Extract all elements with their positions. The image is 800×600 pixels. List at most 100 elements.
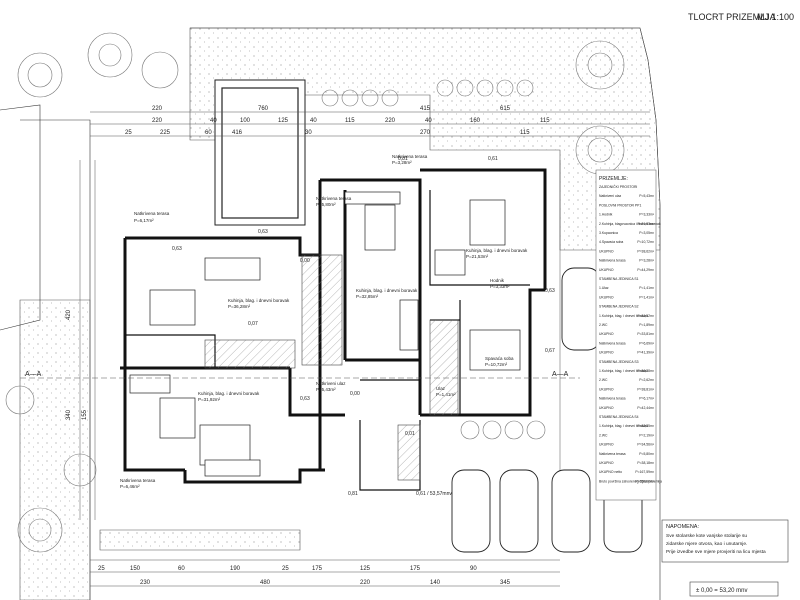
dim-top-1-2: 415	[420, 106, 431, 112]
legend-row-value: P=3,28m²	[639, 259, 655, 263]
dim-top-2-5: 115	[345, 118, 355, 124]
room-entrance: Natkriveni ulaz	[316, 381, 346, 386]
legend-row-value: P=6,69m²	[639, 341, 655, 345]
bottom-dimension-lines: 25 150 60 190 25 175 125 175 90 230 480 …	[90, 559, 560, 587]
dim-bottom-2-4: 345	[500, 580, 511, 586]
legend-row-value: P=38,18m²	[637, 461, 655, 465]
notes-heading: NAPOMENA:	[666, 524, 699, 530]
legend-row-label: Natkrivena terasa	[599, 397, 626, 401]
room-entry-s1-area: P=1,41m²	[436, 392, 456, 397]
level-mark: 0,01	[405, 431, 415, 437]
legend-row-label: UKUPNO	[599, 351, 614, 355]
dim-top-2-2: 100	[240, 118, 251, 124]
legend-row-value: P=6,17m²	[639, 397, 655, 401]
level-mark: 0,00	[350, 391, 360, 397]
legend-row-value: P=3,05m²	[639, 231, 655, 235]
dim-top-2-4: 40	[310, 118, 317, 124]
room-labels: Natkrivena terasa P=6,17m² Natkrivena te…	[120, 154, 528, 489]
legend-row-value: P=167,59m²	[635, 470, 654, 474]
legend-row-label: 1.Kuhinja, blag. i dnevni boravak	[599, 314, 648, 318]
notes-box: NAPOMENA: Sve stolarske kote vanjske sto…	[661, 519, 789, 563]
dim-bottom-1-8: 90	[470, 566, 477, 572]
level-mark: 0,61	[488, 156, 498, 162]
legend-row-label: 3.Kupaonica	[599, 231, 618, 235]
legend-row-label: ZAJEDNIČKI PROSTORI	[599, 184, 637, 189]
legend-heading: PRIZEMLJE:	[599, 176, 628, 182]
legend-row-value: P=1,41m²	[639, 286, 655, 290]
dim-bottom-2-0: 230	[140, 580, 151, 586]
level-mark: 0,67	[545, 348, 555, 354]
legend-row-value: P=1,89m²	[639, 323, 655, 327]
legend-row-label: UKUPNO	[599, 387, 614, 391]
elevation-box: ± 0,00 = 53,20 mnv	[689, 581, 779, 597]
room-living-s4-area: P=32,85m²	[356, 294, 379, 299]
plan-scale: MJ 1:100	[757, 12, 794, 22]
room-terrace-s4: Natkrivena terasa	[316, 196, 352, 201]
dim-top-2-1: 40	[210, 118, 217, 124]
furniture	[129, 191, 521, 477]
legend-row-value: P=5,80m²	[639, 452, 655, 456]
pool	[214, 79, 306, 226]
legend-row-label: STAMBENA JEDINICA S2	[599, 305, 639, 309]
legend-row-label: UKUPNO	[599, 332, 614, 336]
room-bedroom-area: P=10,72m²	[485, 362, 508, 367]
legend-row-value: P=10,72m²	[637, 240, 655, 244]
legend-row-label: STAMBENA JEDINICA S1	[599, 277, 639, 281]
dim-top-3-1: 225	[160, 130, 171, 136]
room-terrace-pp1-area: P=3,28m²	[392, 160, 412, 165]
dim-bottom-1-1: 150	[130, 566, 141, 572]
legend-row-label: UKUPNO	[599, 295, 614, 299]
room-hallway: Hodnik	[490, 278, 505, 283]
legend-row-label: UKUPNO netto	[599, 470, 622, 474]
stairs	[204, 254, 459, 481]
dim-bottom-1-3: 190	[230, 566, 241, 572]
dim-bottom-1-6: 125	[360, 566, 371, 572]
dim-top-2-0: 220	[152, 118, 163, 124]
legend-row-label: UKUPNO	[599, 406, 614, 410]
legend-row-value: P=1,41m²	[639, 295, 655, 299]
legend-row-value: P=41,39m²	[637, 351, 655, 355]
dim-top-3-6: 115	[520, 130, 530, 136]
dim-bottom-2-1: 480	[260, 580, 271, 586]
legend-row-label: 4.Spavaća soba	[599, 240, 623, 244]
room-terrace-s3-area: P=6,17m²	[134, 218, 154, 223]
dim-top-2-3: 125	[278, 118, 289, 124]
legend-row-label: UKUPNO	[599, 443, 614, 447]
legend-row-label: STAMBENA JEDINICA S3	[599, 360, 639, 364]
legend-row-label: Natkriveni ulaz	[599, 194, 622, 198]
legend-row-value: P=42,44m²	[637, 406, 655, 410]
legend-row-value: P=159,00m²	[635, 479, 654, 483]
dim-bottom-1-0: 25	[98, 566, 105, 572]
dim-top-3-3: 416	[232, 130, 243, 136]
notes-line-1: zidarske mjere otvora, kao i unutarnje.	[666, 541, 747, 547]
dim-bottom-2-3: 140	[430, 580, 441, 586]
legend-row-value: P=38,62m²	[637, 249, 655, 253]
room-living-s3-area: P=36,28m²	[228, 304, 251, 309]
level-mark: 0,07	[248, 321, 258, 327]
dim-top-3-5: 270	[420, 130, 431, 136]
dim-top-3-0: 25	[125, 130, 132, 136]
room-living-pp1: Kuhinja, blag. i dnevni boravak	[466, 248, 528, 253]
room-terrace-s2-area: P=6,46m²	[120, 484, 140, 489]
level-mark: 0,63	[258, 229, 268, 235]
dim-bottom-1-2: 60	[178, 566, 185, 572]
dim-bottom-2-2: 220	[360, 580, 371, 586]
room-terrace-s4-area: P=5,80m²	[316, 202, 336, 207]
dim-bottom-1-4: 25	[282, 566, 289, 572]
legend-row-label: 1.Kuhinja, blag. i dnevni boravak	[599, 369, 648, 373]
notes-line-2: Prije izvedbe sve mjere provjeriti na li…	[666, 549, 766, 555]
side-dimension-lines: 420 340 155 450	[66, 160, 569, 520]
legend-row-label: UKUPNO	[599, 461, 614, 465]
dim-top-1-0: 220	[152, 106, 163, 112]
legend-row-value: P=33,81m²	[637, 332, 655, 336]
area-legend: PRIZEMLJE: ZAJEDNIČKI PROSTORI Natkriveni…	[595, 169, 662, 501]
room-living-s4: Kuhinja, blag. i dnevni boravak	[356, 288, 418, 293]
legend-row-label: STAMBENA JEDINICA S4	[599, 415, 639, 419]
legend-row-value: P=32,85m²	[637, 424, 655, 428]
room-terrace-pp1: Natkrivena terasa	[392, 154, 428, 159]
section-line: A—A A—A	[20, 371, 580, 379]
level-mark: 0,81	[398, 156, 408, 162]
tree-group	[5, 32, 625, 553]
top-dimension-lines: 220 760 415 615 220 40 100 125 40 115 22…	[90, 106, 650, 137]
